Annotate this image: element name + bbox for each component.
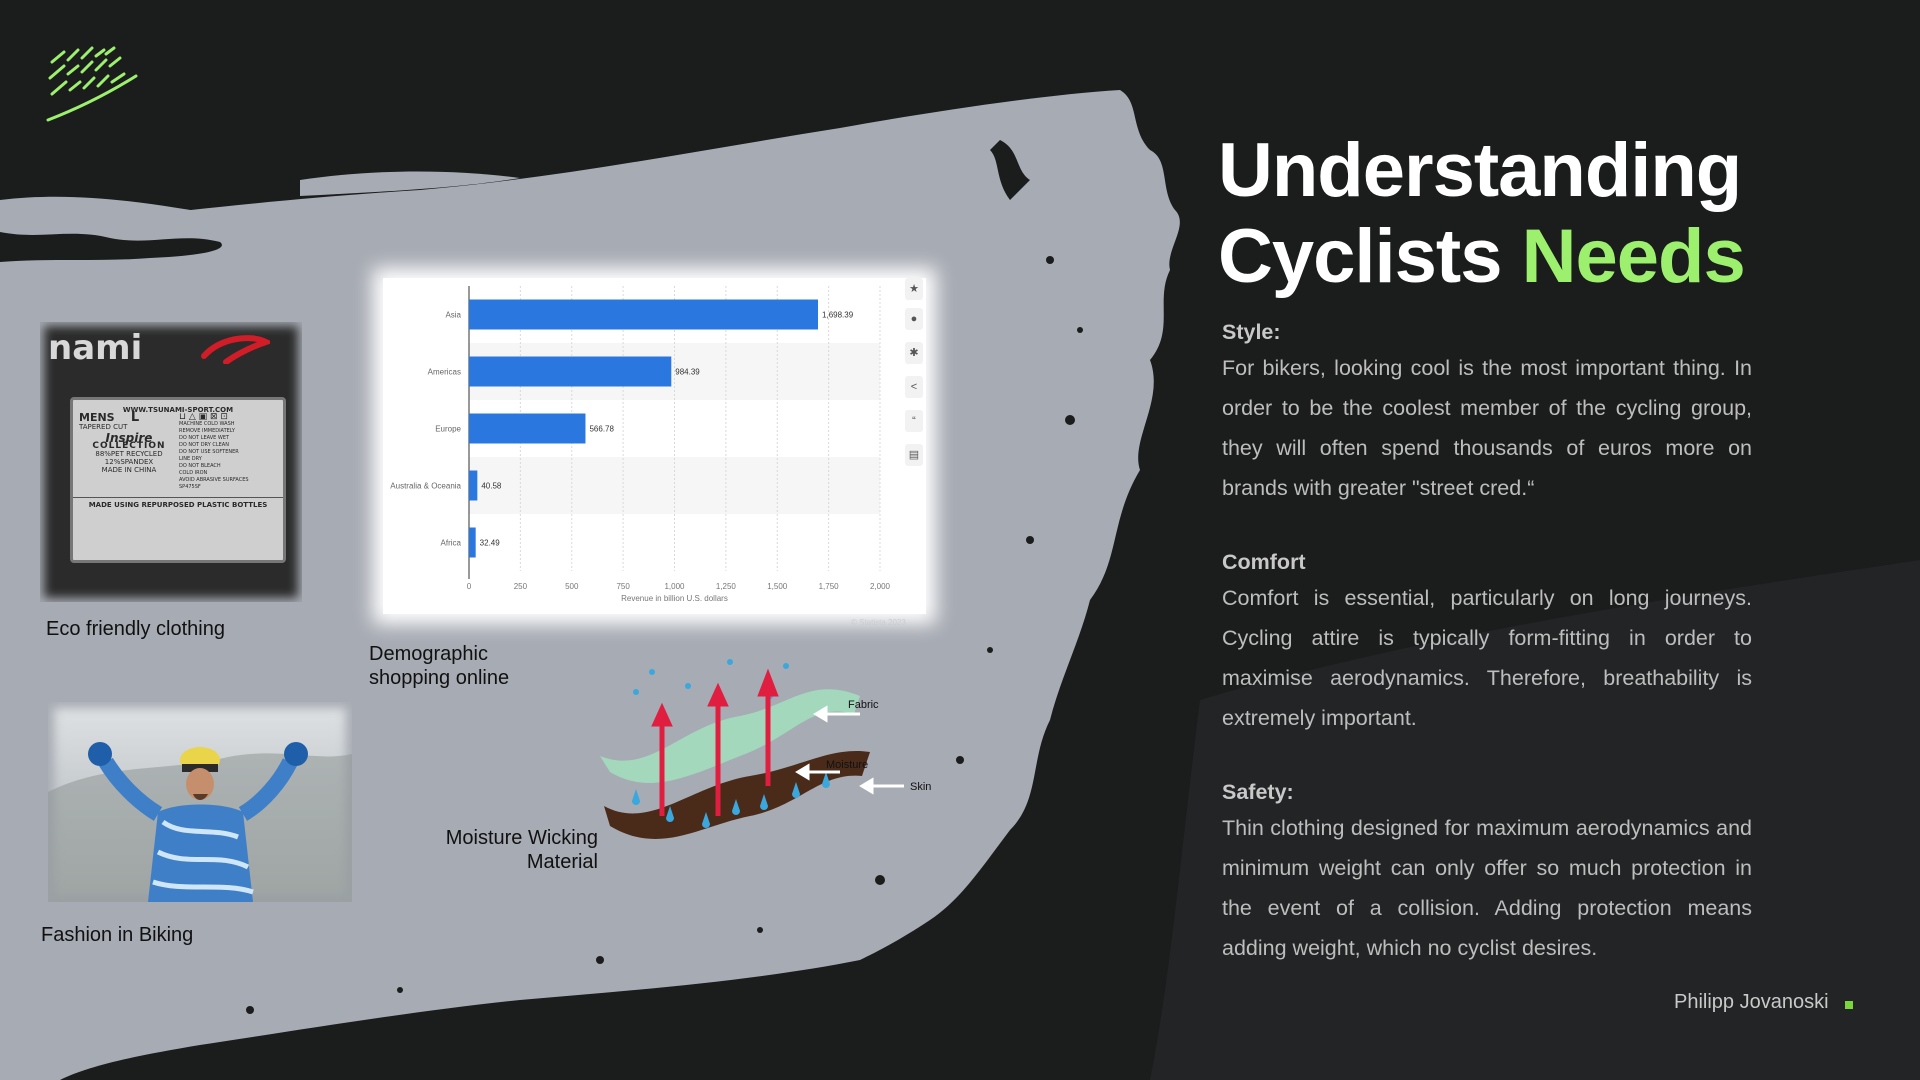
chart-data-label: 566.78 — [589, 425, 614, 434]
chart-tick-label: 1,500 — [767, 582, 788, 591]
chart-tick-label: 500 — [565, 582, 579, 591]
quote-icon[interactable]: “ — [905, 410, 923, 432]
chart-bar — [469, 356, 672, 387]
chart-category-label: Americas — [428, 368, 461, 377]
section-heading-style: Style: — [1222, 320, 1281, 344]
chart-tick-label: 2,000 — [870, 582, 891, 591]
needs-description: Style: For bikers, looking cool is the m… — [1222, 316, 1752, 1006]
label-size: L — [130, 410, 140, 425]
section-heading-safety: Safety: — [1222, 780, 1294, 804]
chart-bar — [469, 527, 476, 558]
photo-brand-text: nami — [48, 328, 143, 368]
section-text-safety: Thin clothing designed for maximum aerod… — [1222, 816, 1752, 960]
caption-eco-clothing: Eco friendly clothing — [46, 618, 225, 640]
footer-square-icon — [1845, 1001, 1853, 1009]
chart-tick-label: 1,750 — [819, 582, 840, 591]
care-line: AVOID ABRASIVE SURFACES — [179, 477, 249, 483]
care-line: LINE DRY — [179, 456, 202, 462]
label-site: WWW.TSUNAMI-SPORT.COM — [122, 406, 234, 414]
eco-clothing-photo: nami WWW.TSUNAMI-SPORT.COM MENS L TAPERE… — [40, 322, 302, 602]
fashion-biking-photo — [48, 702, 352, 902]
care-line: REMOVE IMMEDIATELY — [179, 428, 235, 434]
label-gender: MENS — [79, 411, 115, 424]
care-line: SP475SF — [179, 484, 201, 490]
care-line: DO NOT LEAVE WET — [179, 435, 230, 441]
chart-category-label: Asia — [445, 311, 461, 320]
title-line-2-accent: Needs — [1521, 214, 1746, 299]
chart-data-label: 1,698.39 — [822, 311, 854, 320]
chart-x-axis-label: Revenue in billion U.S. dollars — [621, 594, 728, 603]
star-icon[interactable]: ★ — [905, 278, 923, 300]
label-line: Inspire — [105, 431, 153, 445]
diagram-label-moisture: Moisture — [826, 759, 868, 771]
chart-bar — [469, 470, 478, 501]
print-icon[interactable]: ▤ — [905, 444, 923, 466]
chart-data-label: 32.49 — [480, 539, 501, 548]
bell-icon[interactable]: ● — [905, 308, 923, 330]
chart-bar — [469, 413, 586, 444]
label-origin: MADE IN CHINA — [101, 466, 157, 474]
chart-data-label: 984.39 — [675, 368, 700, 377]
caption-demographic: Demographic shopping online — [369, 642, 569, 690]
logo-icon — [46, 46, 138, 122]
chart-category-label: Africa — [441, 539, 462, 548]
author-name: Philipp Jovanoski — [1674, 991, 1829, 1013]
label-cut: TAPERED CUT — [79, 423, 128, 431]
chart-tick-label: 1,000 — [664, 582, 685, 591]
label-collection: COLLECTION — [92, 441, 166, 451]
chart-tick-label: 1,250 — [716, 582, 737, 591]
chart-category-label: Europe — [435, 425, 461, 434]
care-label: WWW.TSUNAMI-SPORT.COM MENS L TAPERED CUT… — [70, 397, 286, 563]
chart-data-label: 40.58 — [481, 482, 502, 491]
diagram-label-fabric: Fabric — [848, 699, 879, 711]
chart-tick-label: 250 — [514, 582, 528, 591]
care-line: MACHINE COLD WASH — [179, 421, 235, 427]
title-line-2-white: Cyclists — [1218, 214, 1502, 299]
care-line: COLD IRON — [179, 470, 208, 476]
chart-category-label: Australia & Oceania — [390, 482, 461, 491]
brand-logo — [44, 40, 144, 130]
chart-tick-label: 0 — [467, 582, 472, 591]
care-line: DO NOT USE SOFTENER — [179, 449, 239, 455]
brand-swoosh-icon — [201, 335, 270, 364]
care-line: DO NOT DRY CLEAN — [179, 442, 229, 448]
gear-icon[interactable]: ✱ — [905, 342, 923, 364]
caption-moisture: Moisture Wicking Material — [424, 826, 598, 874]
care-line: DO NOT BLEACH — [179, 463, 221, 469]
section-text-comfort: Comfort is essential, particularly on lo… — [1222, 586, 1752, 730]
title-line-1: Understanding — [1218, 128, 1742, 213]
cyclist-figure — [48, 742, 352, 902]
page-title: Understanding Cyclists Needs — [1218, 128, 1746, 300]
chart-tick-label: 750 — [616, 582, 630, 591]
moisture-wicking-diagram: Fabric Moisture Skin — [600, 659, 931, 839]
section-heading-comfort: Comfort — [1222, 550, 1306, 574]
chart-bar — [469, 299, 819, 330]
chart-row-band — [469, 457, 880, 514]
label-footer: MADE USING REPURPOSED PLASTIC BOTTLES — [73, 497, 283, 509]
chart-source: © Statista 2023 — [851, 618, 906, 627]
share-icon[interactable]: < — [905, 376, 923, 398]
diagram-label-skin: Skin — [910, 781, 931, 793]
section-text-style: For bikers, looking cool is the most imp… — [1222, 356, 1752, 500]
label-composition: 88%PET RECYCLED 12%SPANDEX — [95, 450, 163, 466]
caption-fashion: Fashion in Biking — [41, 924, 194, 946]
caption-demographic-text: Demographic shopping online — [369, 643, 510, 689]
caption-moisture-text: Moisture Wicking Material — [445, 827, 598, 873]
